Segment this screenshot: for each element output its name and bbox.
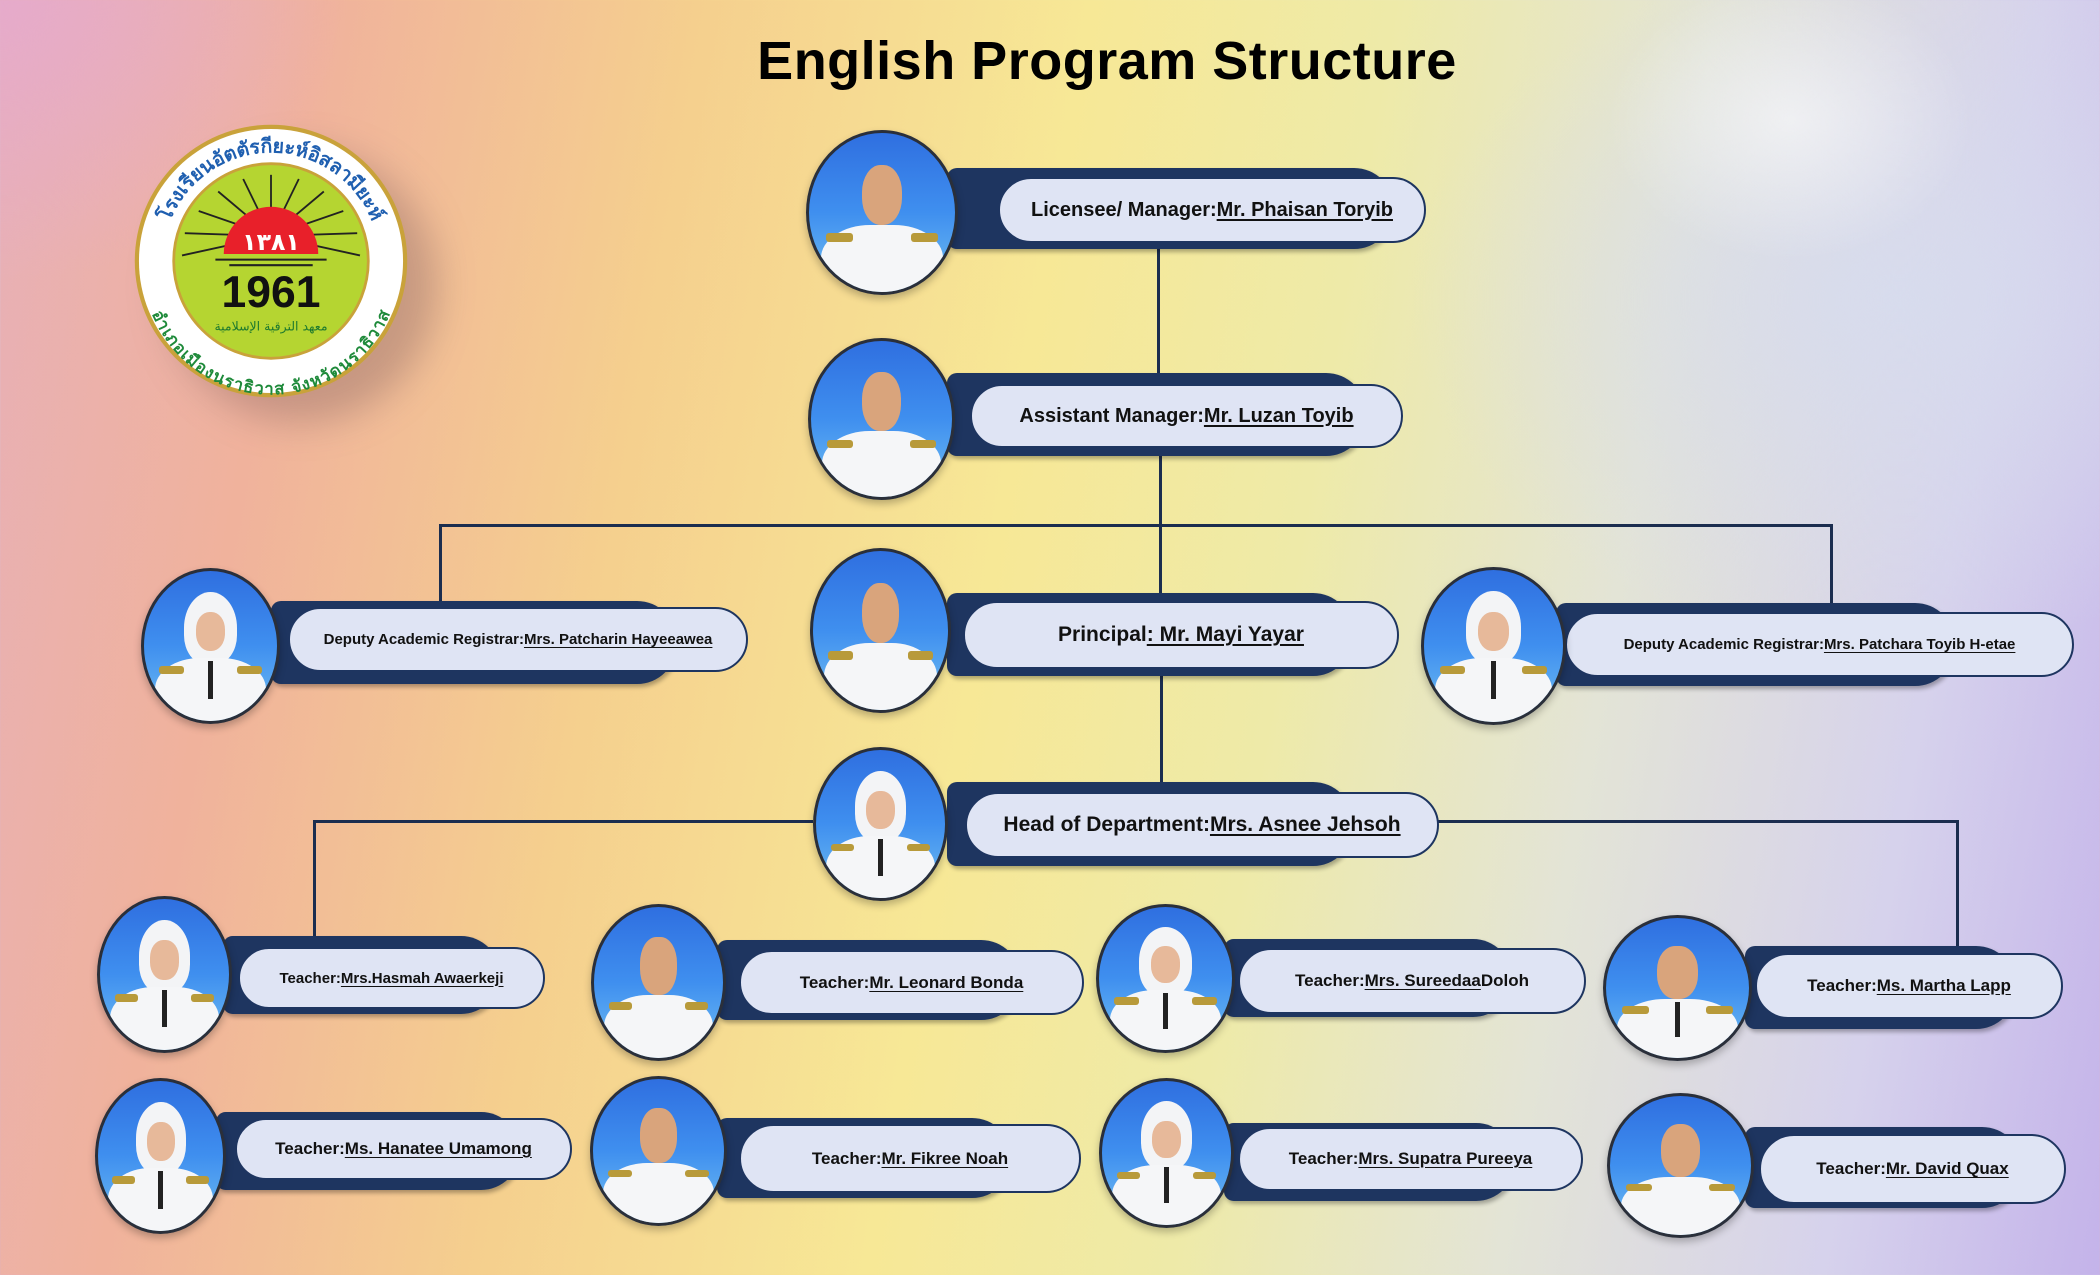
logo-hijri-year: ١٣٨١ [242,228,300,256]
portrait-photo [590,1076,727,1226]
person-name: Mr. David Quax [1885,1159,2009,1178]
role-text: Teacher: [811,1148,882,1168]
connector-deputy-left [439,524,442,602]
connector-principal-head [1160,674,1163,785]
school-logo: ١٣٨١ 1961 معهد الترقية الإسلامية โรงเรีย… [134,124,408,398]
node-label: Teacher: Mr. Fikree Noah [739,1124,1081,1193]
person-name: Mrs. Supatra Pureeya [1358,1149,1533,1168]
portrait-photo [810,548,951,713]
role-text: Teacher: [1288,1149,1359,1168]
page-title: English Program Structure [757,31,1457,91]
node-label: Teacher: Mrs. Supatra Pureeya [1238,1127,1583,1191]
connector-manager-assistant [1157,249,1160,375]
portrait-photo [1607,1093,1754,1238]
role-text: Principal [1058,623,1147,646]
role-text: Teacher: [1807,976,1877,995]
portrait-photo [1099,1078,1234,1228]
portrait-photo [141,568,280,724]
node-label: Teacher: Mr. Leonard Bonda [739,950,1084,1015]
person-name: Mrs. Patcharin Hayeeawea [523,631,713,648]
person-name: Mrs.Hasmah Awaerkeji [340,969,504,987]
person-name: Ms. Hanatee Umamong [344,1139,532,1158]
node-label: Principal: Mr. Mayi Yayar [963,601,1399,669]
logo-year: 1961 [222,268,321,317]
connector-deputy-right [1830,524,1833,604]
connector-deputies-horizontal [439,524,1833,527]
person-name: Mrs. Asnee Jehsoh [1209,813,1401,836]
connector-teachers-left [313,820,813,823]
person-name-suffix: Doloh [1480,971,1529,990]
portrait-photo [806,130,958,295]
node-label: Deputy Academic Registrar: Mrs. Patchara… [1565,612,2074,677]
person-name: : Mr. Mayi Yayar [1146,623,1304,646]
node-label: Assistant Manager: Mr. Luzan Toyib [970,384,1403,448]
connector-teacher-left-drop [313,820,316,938]
role-text: Teacher: [1816,1159,1886,1178]
portrait-photo [1603,915,1752,1061]
role-text: Deputy Academic Registrar: [323,631,524,648]
portrait-photo [808,338,955,500]
person-name: Mr. Luzan Toyib [1203,404,1354,427]
role-text: Licensee/ Manager: [1031,198,1217,221]
person-name: Mr. Phaisan Toryib [1216,198,1393,221]
person-name: Mr. Fikree Noah [881,1148,1009,1168]
person-name: Mrs. Patchara Toyib H-etae [1823,636,2016,653]
person-name: Mrs. Sureedaa [1364,971,1481,990]
role-text: Deputy Academic Registrar: [1623,636,1824,653]
node-label: Teacher: Mr. David Quax [1759,1134,2066,1204]
portrait-photo [591,904,726,1061]
logo-arabic-text: معهد الترقية الإسلامية [214,319,327,335]
node-label: Teacher: Mrs. Sureedaa Doloh [1238,948,1586,1014]
person-name: Ms. Martha Lapp [1876,976,2011,995]
role-text: Head of Department: [1003,813,1210,836]
portrait-photo [813,747,948,901]
node-label: Teacher: Ms. Hanatee Umamong [235,1118,572,1180]
portrait-photo [95,1078,226,1234]
portrait-photo [1096,904,1235,1053]
node-label: Licensee/ Manager: Mr. Phaisan Toryib [998,177,1426,243]
role-text: Assistant Manager: [1019,404,1204,427]
role-text: Teacher: [279,969,341,987]
portrait-photo [97,896,232,1053]
node-label: Head of Department: Mrs. Asnee Jehsoh [965,792,1439,858]
portrait-photo [1421,567,1566,725]
connector-teacher-right-drop [1956,820,1959,947]
connector-teachers-right [1434,820,1959,823]
role-text: Teacher: [1295,971,1365,990]
sun-icon [223,206,319,255]
node-label: Deputy Academic Registrar: Mrs. Patchari… [288,607,748,672]
role-text: Teacher: [275,1139,345,1158]
role-text: Teacher: [799,972,870,992]
node-label: Teacher: Mrs.Hasmah Awaerkeji [238,947,545,1009]
person-name: Mr. Leonard Bonda [869,972,1024,992]
node-label: Teacher: Ms. Martha Lapp [1755,953,2063,1019]
